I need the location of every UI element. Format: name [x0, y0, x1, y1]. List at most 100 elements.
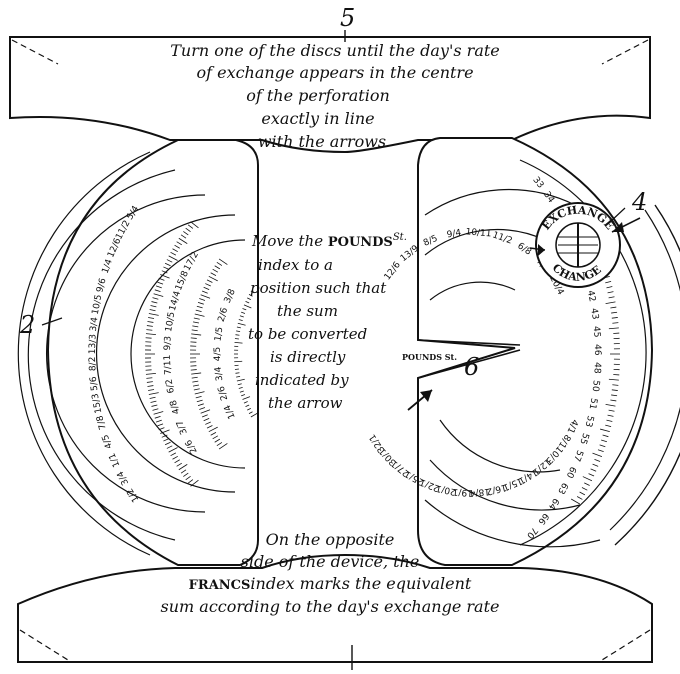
right-outer-tick	[608, 409, 615, 412]
left-outer-tick	[178, 464, 188, 471]
right-outer-tick	[608, 296, 615, 299]
left-outer-tick	[148, 389, 155, 391]
right-outer-tick	[576, 496, 583, 500]
left-outer-tick	[160, 429, 170, 434]
left-inner-tick	[237, 383, 242, 386]
right-outer-tick	[606, 419, 613, 422]
right-outer-tick	[605, 424, 612, 427]
left-middle-tick	[206, 279, 213, 283]
left-middle-tick	[196, 305, 203, 309]
left-outer-tick	[183, 231, 189, 236]
left-middle-tick	[214, 438, 221, 443]
left-inner-tick	[236, 326, 241, 329]
left-inner-value: 3/4	[213, 366, 225, 382]
left-inner-tick	[236, 376, 241, 378]
top-instruction: Turn one of the discs until the day's ra…	[170, 41, 500, 151]
left-inner-tick	[241, 394, 246, 397]
left-inner-tick	[238, 319, 243, 321]
left-outer-tick	[145, 372, 156, 375]
left-middle-tick	[208, 426, 218, 433]
left-outer-tick	[168, 255, 178, 261]
left-outer-tick	[145, 333, 156, 336]
left-middle-tick	[197, 403, 204, 407]
right-outer-value: 42	[585, 290, 597, 303]
left-outer-value: 10/5	[91, 294, 105, 316]
right-outer-tick	[605, 403, 616, 407]
left-inner-tick	[250, 412, 259, 418]
right-outer-value: 51	[587, 397, 599, 410]
left-middle-tick	[196, 399, 203, 403]
right-outer-tick	[582, 476, 593, 482]
left-middle-tick	[200, 294, 211, 299]
left-outer-tick	[172, 455, 178, 460]
left-inner-value: 1/5	[213, 326, 225, 342]
left-outer-tick	[166, 259, 173, 263]
left-outer-tick	[150, 305, 157, 308]
left-inner-tick	[236, 330, 241, 332]
left-outer-tick	[178, 237, 188, 244]
left-outer-value: 8/2	[88, 356, 99, 371]
pounds-index-label: POUNDS St.	[402, 352, 457, 362]
left-middle-tick	[203, 418, 210, 422]
right-outer-tick	[611, 317, 618, 319]
right-outer-value: 63	[555, 481, 569, 496]
left-outer-tick	[148, 392, 159, 395]
right-outer-tick	[581, 487, 588, 491]
left-middle-tick	[190, 369, 197, 371]
left-outer-value: 4/5	[101, 433, 115, 450]
bottom-instruction: On the opposite side of the device, the …	[161, 530, 500, 616]
left-outer-tick	[180, 469, 187, 474]
left-middle-tick	[218, 443, 228, 450]
right-lower-value: 20/1	[435, 482, 457, 496]
left-outer-tick	[157, 423, 164, 427]
left-outer-tick	[166, 445, 173, 449]
left-middle-tick	[193, 317, 200, 320]
bottom-instruction-line-1: On the opposite	[266, 530, 395, 549]
right-outer-tick	[592, 452, 603, 457]
left-outer-value: 7/8	[95, 414, 108, 431]
label-5: 5	[340, 4, 355, 32]
left-middle-tick	[191, 372, 202, 375]
left-middle-tick	[218, 258, 228, 265]
top-instruction-line-4: exactly in line	[261, 109, 374, 128]
left-outer-tick	[160, 274, 170, 279]
left-inner-tick	[235, 334, 240, 336]
left-inner-tick	[239, 315, 244, 318]
left-outer-tick	[149, 396, 156, 399]
left-middle-tick	[192, 321, 200, 324]
left-middle-tick	[203, 286, 210, 290]
middle-instruction-line-4: the sum	[277, 302, 338, 320]
right-lower-value: 19/1	[452, 486, 473, 497]
top-instruction-line-1: Turn one of the discs until the day's ra…	[170, 41, 500, 60]
left-inner-tick	[238, 387, 243, 389]
bottom-instruction-line-3: FRANCSindex marks the equivalent	[189, 574, 472, 593]
exchange-window[interactable]: EXCHANGE CHANGE	[535, 202, 621, 288]
left-middle-value: 4/8	[169, 398, 183, 415]
left-middle-tick	[216, 261, 223, 266]
left-inner-tick	[243, 401, 248, 404]
left-middle-tick	[212, 435, 219, 440]
left-middle-tick	[206, 425, 213, 429]
left-middle-tick	[194, 391, 205, 395]
left-outer-tick	[153, 411, 164, 415]
left-inner-tick	[248, 294, 253, 297]
right-outer-tick	[607, 414, 614, 417]
left-middle-tick	[200, 409, 211, 414]
left-middle-tick	[216, 442, 223, 447]
middle-instruction-line-7: indicated by	[255, 371, 349, 389]
left-outer-tick	[187, 479, 194, 484]
left-outer-tick	[170, 452, 177, 457]
left-outer-tick	[185, 476, 191, 481]
right-outer-tick	[611, 311, 618, 314]
left-middle-tick	[214, 265, 221, 270]
left-middle-tick	[194, 313, 205, 317]
left-outer-tick	[146, 377, 153, 379]
left-middle-tick	[205, 283, 211, 287]
right-lower-value: 18/4	[469, 486, 490, 498]
left-middle-tick	[193, 388, 200, 391]
left-disc[interactable]: 1/23/41/14/57/815/35/68/213/33/410/59/61…	[17, 139, 259, 566]
left-outer-tick	[154, 416, 161, 419]
left-outer-tick	[149, 309, 156, 312]
left-outer-tick	[150, 400, 157, 403]
middle-instruction-line-1: Move the POUNDSSt.	[251, 232, 407, 250]
